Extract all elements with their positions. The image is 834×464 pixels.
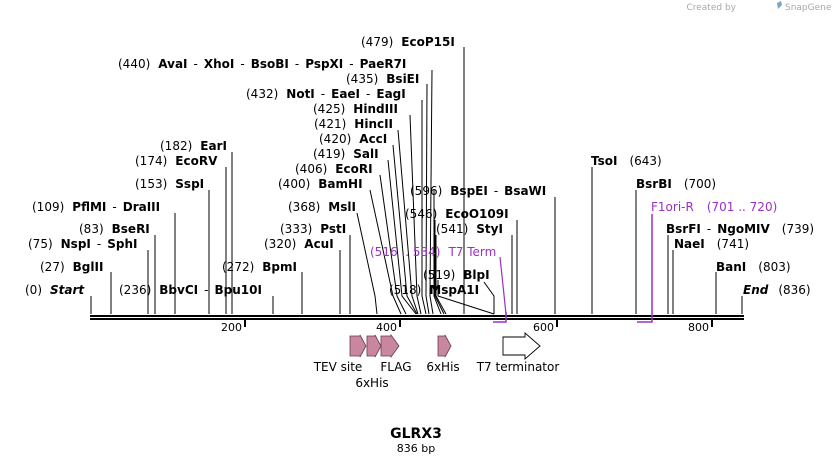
map-length: 836 bp [397, 442, 435, 455]
enzyme-label-bamhi: (400)BamHI [278, 177, 363, 191]
site-line-sali [387, 159, 417, 315]
feature-tev-arrow-icon[interactable] [349, 334, 367, 358]
enzyme-label-bsiei: (435)BsiEI [346, 72, 419, 86]
primer-f1ori-arrow-icon [637, 214, 653, 323]
site-line-hindiii [409, 114, 422, 315]
primer-t7term-name: T7 Term [447, 245, 496, 259]
enzyme-label-sali: (419)SalI [313, 147, 379, 161]
map-title: GLRX3 [390, 426, 442, 442]
enzyme-label-noti: (432)NotI-EaeI-EagI [246, 87, 406, 101]
enzyme-label-bsrfi: BsrFI-NgoMIV(739) [666, 222, 814, 236]
site-line-bspei [433, 190, 442, 315]
feature-his2-label: 6xHis [426, 360, 459, 374]
enzyme-label-bani: BanI(803) [716, 260, 791, 274]
site-line-hincii [397, 129, 419, 315]
enzyme-label-blpi: (519)BlpI [423, 268, 490, 282]
credit-prefix: Created by [686, 3, 736, 13]
site-line-avai [429, 69, 434, 315]
features: TEV site 6xHis FLAG 6xHis T7 terminator [313, 332, 560, 390]
enzyme-labels: (0)Start (27)BglII (75)NspI-SphI (83)Bse… [25, 35, 814, 297]
backbone-top-strand [90, 315, 744, 317]
site-line-bamhi [369, 189, 402, 315]
site-line-msli [356, 212, 378, 315]
feature-flag-label: FLAG [380, 360, 411, 374]
enzyme-label-psti: (333)PstI [280, 222, 346, 236]
svg-text:F1ori-R(701 .. 720): F1ori-R (701 .. 720) [651, 200, 777, 214]
enzyme-label-bbvci: (236)BbvCI-Bpu10I [119, 283, 262, 297]
feature-his1-label: 6xHis [355, 376, 388, 390]
enzyme-label-ecori: (406)EcoRI [295, 162, 373, 176]
enzyme-label-ecoo109i: (546)EcoO109I [405, 207, 509, 221]
primer-t7term[interactable]: (516 .. 534) T7 Term [370, 245, 507, 323]
site-line-mspa1i [483, 281, 495, 314]
scale-ticks: 200 400 600 800 [221, 320, 713, 334]
site-line-acci [392, 144, 418, 315]
enzyme-label-ecop15i: (479)EcoP15I [361, 35, 455, 49]
primer-f1ori-range: (701 .. 720) [707, 200, 777, 214]
enzyme-label-nspi: (75)NspI-SphI [28, 237, 137, 251]
enzyme-label-naei: NaeI(741) [674, 237, 749, 251]
site-line-bsiei [425, 83, 430, 315]
site-line-blpi [437, 280, 495, 315]
enzyme-label-hincii: (421)HincII [314, 117, 393, 131]
feature-his1-arrow-icon[interactable] [366, 334, 382, 358]
primer-f1ori[interactable]: F1ori-R (701 .. 720) [637, 200, 777, 323]
enzyme-label-bglii: (27)BglII [40, 260, 103, 274]
enzyme-label-msli: (368)MslI [288, 200, 356, 214]
svg-text:(516 .. 534)T7 Term: (516 .. 534) T7 Term [370, 245, 496, 259]
enzyme-label-bspei: (596)BspEI-BsaWI [410, 184, 546, 198]
scale-label-600: 600 [533, 321, 554, 334]
enzyme-label-pflmi: (109)PflMI-DraIII [32, 200, 160, 214]
enzyme-label-hindiii: (425)HindIII [313, 102, 398, 116]
backbone-bottom-strand [90, 318, 744, 320]
enzyme-label-end: End(836) [743, 283, 811, 297]
enzyme-label-bsrbi: BsrBI(700) [636, 177, 716, 191]
snapgene-logo-icon [777, 1, 782, 9]
enzyme-label-avai: (440)AvaI-XhoI-BsoBI-PspXI-PaeR7I [118, 57, 406, 71]
scale-label-400: 400 [376, 321, 397, 334]
scale-label-200: 200 [221, 321, 242, 334]
enzyme-label-mspa1i: (518)MspA1I [389, 283, 479, 297]
enzyme-label-acci: (420)AccI [319, 132, 387, 146]
site-line-ecoo109i [434, 220, 445, 315]
feature-t7t-arrow-icon[interactable] [502, 332, 541, 360]
credit-brand: SnapGene [785, 3, 832, 13]
primer-t7term-leader [499, 256, 507, 315]
enzyme-label-tsoi: TsoI(643) [591, 154, 662, 168]
enzyme-label-acui: (320)AcuI [264, 237, 334, 251]
enzyme-label-bpmi: (272)BpmI [222, 260, 297, 274]
enzyme-label-sspi: (153)SspI [135, 177, 204, 191]
enzyme-label-styi: (541)StyI [436, 222, 503, 236]
enzyme-label-eari: (182)EarI [160, 139, 227, 153]
primer-t7term-arrow-icon [493, 312, 507, 323]
enzyme-label-ecorv: (174)EcoRV [135, 154, 218, 168]
scale-label-800: 800 [688, 321, 709, 334]
feature-tev-label: TEV site [313, 360, 363, 374]
feature-his2-arrow-icon[interactable] [437, 334, 452, 358]
feature-flag-arrow-icon[interactable] [380, 333, 400, 359]
site-line-noti [421, 100, 427, 315]
enzyme-site-lines [90, 47, 743, 315]
site-line-styi [435, 235, 447, 315]
primer-t7term-range: (516 .. 534) [370, 245, 440, 259]
feature-t7t-label: T7 terminator [476, 360, 560, 374]
enzyme-label-bseri: (83)BseRI [79, 222, 150, 236]
primer-f1ori-name: F1ori-R [651, 200, 694, 214]
site-line-ecori [379, 174, 407, 315]
enzyme-label-start: (0)Start [25, 283, 85, 297]
